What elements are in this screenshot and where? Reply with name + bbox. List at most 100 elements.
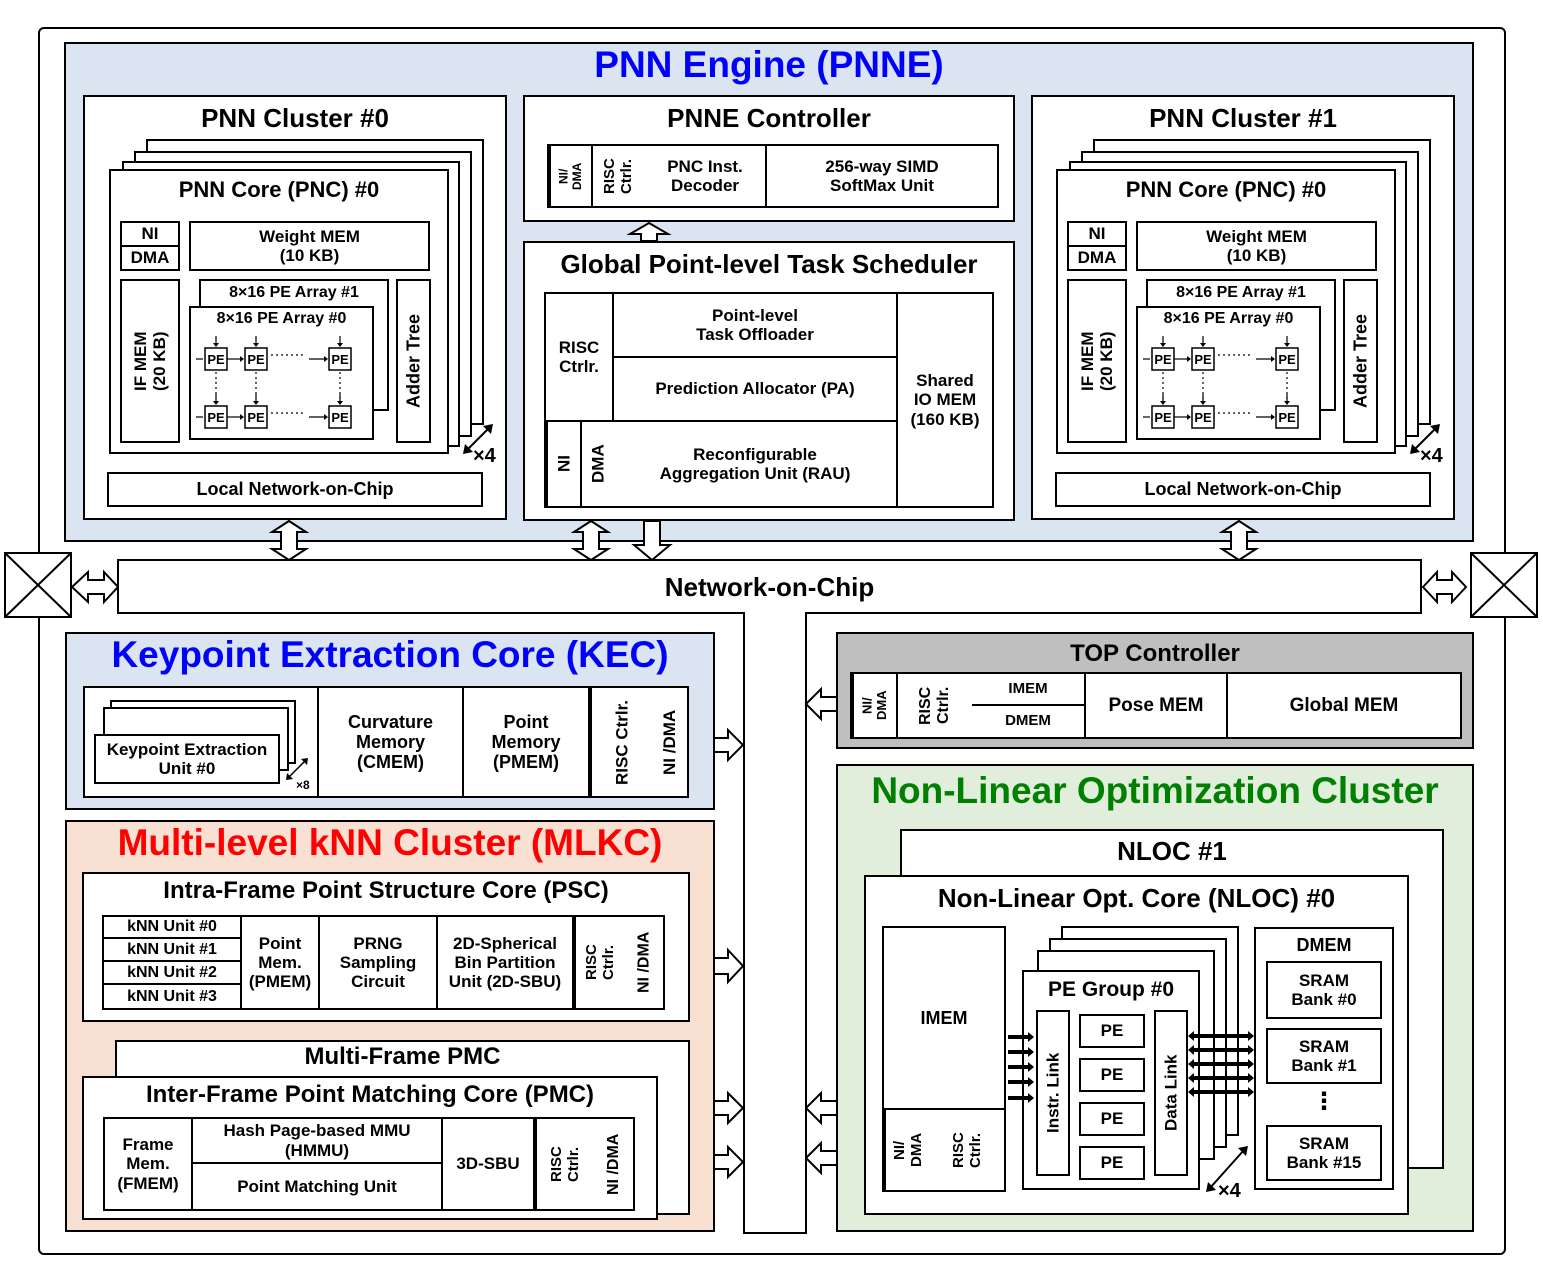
nloc-imem: IMEM [884, 928, 1004, 1110]
pnne-controller-title: PNNE Controller [667, 103, 871, 133]
prediction-allocator: Prediction Allocator (PA) [614, 358, 898, 422]
chip-outline [38, 27, 1506, 1255]
svg-text:PE: PE [1194, 410, 1212, 425]
softmax-unit: 256-way SIMD SoftMax Unit [825, 156, 939, 195]
dma-block: DMA [1067, 245, 1127, 271]
rau: Reconfigurable Aggregation Unit (RAU) [614, 422, 898, 506]
stack-arrow-icon [1410, 424, 1440, 454]
times4-label: ×4 [1420, 445, 1443, 467]
sram-bank-0: SRAM Bank #0 [1266, 961, 1382, 1019]
pnne-controller: PNNE Controller NI/ DMA RISC Ctrlr. PNC … [523, 95, 1015, 222]
pnn-cluster-0-title: PNN Cluster #0 [201, 103, 389, 133]
ni-block: NI [120, 221, 180, 247]
svg-text:PE: PE [331, 410, 349, 425]
local-noc-1: Local Network-on-Chip [1055, 472, 1431, 507]
hmmu: Hash Page-based MMU (HMMU) [193, 1119, 443, 1164]
global-mem: Global MEM [1289, 694, 1399, 716]
pnn-cluster-1-title: PNN Cluster #1 [1149, 103, 1337, 133]
pe-group-0: PE Group #0 Instr. Link PE PE PE PE Data… [1022, 970, 1200, 1190]
pe-array-0: 8×16 PE Array #0 PE PE PE [1136, 306, 1321, 440]
shared-io-mem: Shared IO MEM (160 KB) [910, 371, 980, 429]
pe-array-1-label: 8×16 PE Array #1 [229, 284, 359, 301]
psc-title: Intra-Frame Point Structure Core (PSC) [163, 877, 609, 904]
svg-text:PE: PE [247, 352, 265, 367]
pose-mem: Pose MEM [1086, 674, 1228, 737]
pnn-core-0: PNN Core (PNC) #0 NI DMA Weight MEM (10 … [109, 169, 449, 454]
psc-point-mem: Point Mem. (PMEM) [242, 917, 320, 1008]
kec-title: Keypoint Extraction Core (KEC) [111, 634, 669, 675]
dmem-title: DMEM [1296, 935, 1352, 955]
scheduler-risc: RISC Ctrlr. [546, 294, 614, 422]
prng-sampling: PRNG Sampling Circuit [320, 917, 438, 1008]
network-on-chip-label: Network-on-Chip [664, 572, 875, 602]
point-matching-unit: Point Matching Unit [193, 1164, 443, 1209]
weight-mem: Weight MEM (10 KB) [189, 221, 430, 271]
svg-text:PE: PE [1278, 410, 1296, 425]
psc-body [102, 915, 665, 1010]
2d-sbu: 2D-Spherical Bin Partition Unit (2D-SBU) [438, 917, 574, 1008]
scheduler-body [544, 292, 994, 508]
point-memory: Point Memory (PMEM) [464, 688, 590, 796]
top-dmem: DMEM [972, 706, 1086, 737]
svg-text:PE: PE [1278, 352, 1296, 367]
top-body [850, 672, 1462, 739]
top-controller-title: TOP Controller [1070, 640, 1240, 667]
pe-array-1-label: 8×16 PE Array #1 [1176, 284, 1306, 301]
svg-text:PE: PE [1154, 410, 1172, 425]
pe-array-0-label: 8×16 PE Array #0 [1163, 310, 1294, 327]
sram-bank-1: SRAM Bank #1 [1266, 1028, 1382, 1084]
stack-arrow-icon [463, 424, 493, 454]
pnc-inst-decoder: PNC Inst. Decoder [645, 146, 767, 206]
times8-label: ×8 [296, 778, 310, 792]
task-scheduler-title: Global Point-level Task Scheduler [560, 249, 978, 279]
svg-text:PE: PE [247, 410, 265, 425]
vertical-ellipsis: ⋮ [1312, 1088, 1336, 1115]
pe-array-0: 8×16 PE Array #0 PE PE PE [189, 306, 374, 440]
pe-group-times4-label: ×4 [1218, 1180, 1241, 1202]
pmc-title: Inter-Frame Point Matching Core (PMC) [145, 1081, 595, 1108]
nloc-title: Non-Linear Optimization Cluster [871, 770, 1439, 811]
nloc-1-title: NLOC #1 [1117, 836, 1227, 866]
svg-text:PE: PE [207, 352, 225, 367]
task-offloader: Point-level Task Offloader [614, 294, 898, 358]
knn-unit: kNN Unit #1 [104, 939, 242, 962]
3d-sbu: 3D-SBU [443, 1119, 535, 1209]
controller-row [547, 144, 999, 208]
pnn-core-title: PNN Core (PNC) #0 [1125, 177, 1327, 202]
frame-mem: Frame Mem. (FMEM) [105, 1119, 193, 1209]
keypoint-extraction-unit: Keypoint Extraction Unit #0 [94, 734, 280, 784]
times4-label: ×4 [473, 445, 496, 467]
nloc-pe: PE [1079, 1014, 1145, 1048]
svg-text:PE: PE [207, 410, 225, 425]
task-scheduler: Global Point-level Task Scheduler RISC C… [523, 241, 1015, 521]
local-noc-0: Local Network-on-Chip [107, 472, 483, 507]
pnn-core-title: PNN Core (PNC) #0 [178, 177, 380, 202]
svg-text:PE: PE [1154, 352, 1172, 367]
pe-grid-icon: PE PE PE PE PE PE [196, 336, 352, 429]
knn-unit: kNN Unit #0 [104, 917, 242, 939]
nloc-dmem: DMEM SRAM Bank #0 SRAM Bank #1 ⋮ SRAM Ba… [1254, 927, 1394, 1190]
nloc-pe: PE [1079, 1102, 1145, 1136]
svg-text:PE: PE [331, 352, 349, 367]
pe-group-title: PE Group #0 [1047, 978, 1175, 1001]
knn-unit: kNN Unit #2 [104, 962, 242, 985]
dma-block: DMA [120, 245, 180, 271]
multi-frame-pmc-title: Multi-Frame PMC [304, 1043, 501, 1070]
mlkc-title: Multi-level kNN Cluster (MLKC) [117, 822, 663, 863]
pe-array-0-label: 8×16 PE Array #0 [216, 310, 347, 327]
sram-bank-15: SRAM Bank #15 [1266, 1125, 1382, 1181]
nloc-core-title: Non-Linear Opt. Core (NLOC) #0 [937, 883, 1336, 913]
nloc-pe: PE [1079, 1146, 1145, 1180]
knn-unit: kNN Unit #3 [104, 985, 242, 1008]
stack-arrow-icon [286, 758, 308, 780]
weight-mem: Weight MEM (10 KB) [1136, 221, 1377, 271]
curvature-memory: Curvature Memory (CMEM) [317, 688, 464, 796]
io-pad-left-icon [4, 552, 72, 618]
nloc-ctrl-block [882, 926, 1006, 1192]
io-pad-right-icon [1470, 552, 1538, 618]
nloc-pe: PE [1079, 1058, 1145, 1092]
pnn-core-0-cluster-1: PNN Core (PNC) #0 NI DMA Weight MEM (10 … [1056, 169, 1396, 454]
